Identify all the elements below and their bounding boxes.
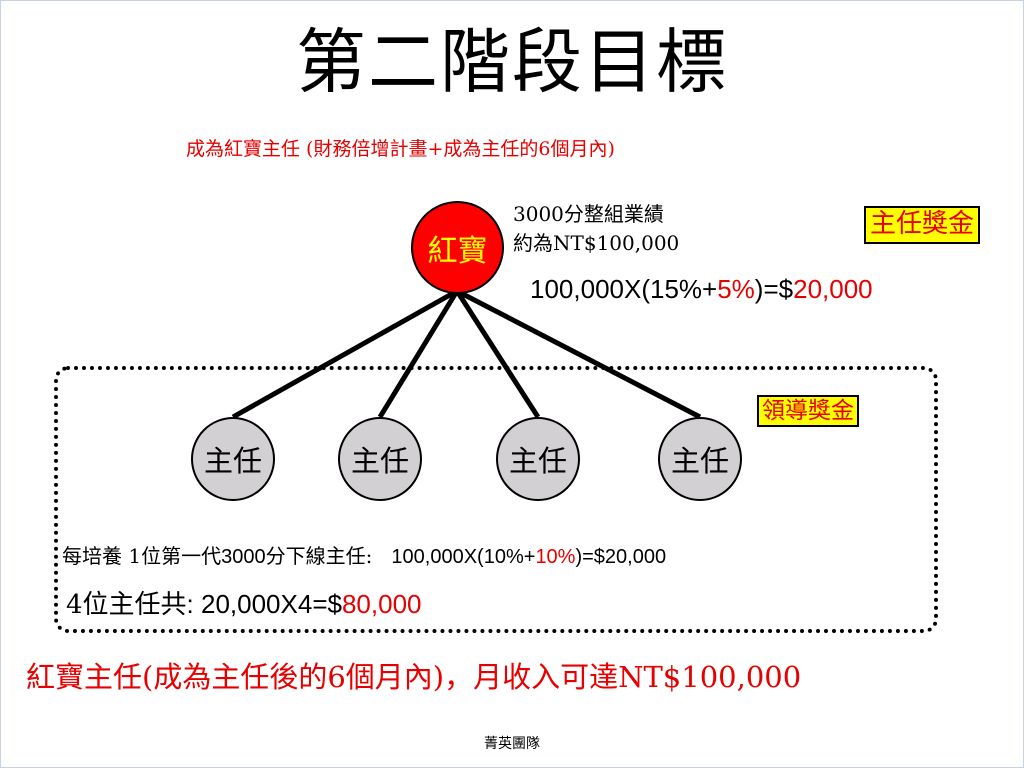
mentor-text: 每培養 1位第一代 (62, 544, 222, 568)
child-node-supervisor-4: 主任 (658, 417, 742, 501)
connector-line-3 (454, 289, 541, 419)
slide-subtitle: 成為紅寶主任 (財務倍增計畫+成為主任的6個月內) (186, 138, 615, 160)
formula-extra-percent: 5% (717, 274, 755, 304)
child-node-supervisor-1: 主任 (191, 417, 275, 501)
connector-line-1 (231, 288, 459, 420)
group-performance-note: 3000分整組業績 約為NT$100,000 (513, 200, 679, 258)
mentor-formula: 100,000X(10%+ (391, 546, 536, 568)
root-node-ruby: 紅寶 (411, 201, 504, 294)
total-formula: : 20,000X4=$ (186, 589, 342, 619)
group-performance-points: 3000分整組業績 (513, 202, 664, 226)
leadership-total-line: 4位主任共: 20,000X4=$80,000 (66, 584, 422, 621)
mentor-text: 分下線主任: (265, 544, 373, 568)
connector-line-4 (455, 288, 702, 420)
group-performance-amount: 約為NT$100,000 (513, 231, 680, 255)
formula-part: )=$ (754, 274, 794, 304)
connector-line-2 (377, 289, 460, 419)
slide-title: 第二階段目標 (296, 21, 728, 103)
supervisor-bonus-badge: 主任獎金 (864, 206, 981, 244)
mentor-result: )=$20,000 (575, 546, 667, 568)
slide-footer: 菁英團隊 (484, 736, 540, 752)
supervisor-bonus-formula: 100,000X(15%+5%)=$20,000 (530, 274, 873, 305)
child-node-supervisor-2: 主任 (338, 417, 422, 501)
mentor-bonus-line: 每培養 1位第一代3000分下線主任: 100,000X(10%+10%)=$2… (62, 540, 666, 569)
total-result: 80,000 (341, 589, 422, 619)
total-label: 4位主任共 (66, 590, 187, 620)
formula-part: 100,000X(15%+ (530, 274, 718, 304)
supervisor-group-box (54, 366, 938, 633)
leadership-bonus-badge: 領導獎金 (757, 395, 859, 428)
child-node-supervisor-3: 主任 (496, 417, 580, 501)
income-summary: 紅寶主任(成為主任後的6個月內)，月收入可達NT$100,000 (26, 660, 802, 694)
mentor-points: 3000 (221, 546, 266, 568)
mentor-extra-percent: 10% (535, 546, 576, 568)
formula-result: 20,000 (793, 274, 873, 304)
